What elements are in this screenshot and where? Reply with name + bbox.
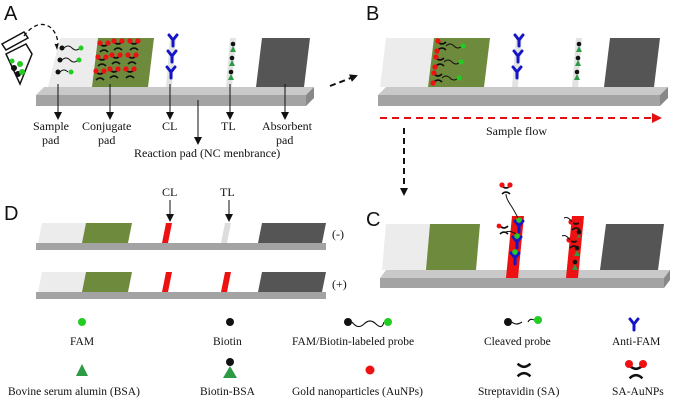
sample-tube-icon [0,23,63,86]
strip-c [380,216,670,288]
legend-label-cleaved: Cleaved probe [484,336,551,348]
legend-label-saaunp: SA-AuNPs [612,386,664,398]
captured-complexes-tl [561,217,584,270]
legend-biotinbsa: Biotin-BSA [200,358,256,398]
legend-label-probe: FAM/Biotin-labeled probe [292,336,414,348]
label-sample-pad-1: Sample [33,119,69,133]
bsa-icon [76,364,88,376]
label-absorbent-pad-2: pad [276,133,293,147]
test-line-positive [221,272,231,292]
biotin-icon [226,318,234,326]
legend-probe: FAM/Biotin-labeled probe [292,318,414,348]
biotin-bsa-tl-a [228,41,236,80]
panel-label-b: B [366,3,379,25]
label-positive: (+) [332,277,347,291]
label-sample-pad-2: pad [42,133,59,147]
label-cl-a: CL [162,119,177,133]
legend-cleaved: Cleaved probe [484,316,551,348]
anti-fam-icon [628,317,640,332]
legend-biotin: Biotin [213,318,242,348]
legend-label-aunp: Gold nanoparticles (AuNPs) [292,386,423,398]
streptavidin-icon [516,362,532,378]
legend-label-sa: Streptavidin (SA) [478,386,560,398]
label-tl-a: TL [221,119,236,133]
legend-aunp: Gold nanoparticles (AuNPs) [292,365,423,398]
panel-label-c: C [366,209,380,231]
control-line-positive [162,272,172,292]
fam-icon [78,318,86,326]
label-cl-d: CL [162,185,177,199]
strip-d-negative [36,223,326,250]
arrow-a-to-b [329,74,358,87]
legend-bsa: Bovine serum alumin (BSA) [8,364,140,398]
biotin-bsa-tl-b [574,41,582,80]
captured-complexes-cl [496,182,525,266]
legend-label-antifam: Anti-FAM [612,336,660,348]
legend-label-fam: FAM [70,336,94,348]
panel-label-a: A [4,3,18,25]
legend-sa: Streptavidin (SA) [478,362,560,398]
biotin-bsa-icon [223,358,237,378]
label-conjugate-pad-2: pad [98,133,115,147]
legend-fam: FAM [70,318,94,348]
aunp-icon [365,365,375,375]
label-conjugate-pad-1: Conjugate [82,119,131,133]
label-sample-flow: Sample flow [486,124,547,138]
probes-on-sample-pad [55,45,84,75]
cleaved-probe-icon [504,316,542,326]
legend-label-biotinbsa: Biotin-BSA [200,386,256,398]
label-negative: (-) [332,227,344,241]
probe-icon [344,318,392,328]
sa-aunps-conjugate-a [93,38,141,81]
legend-antifam: Anti-FAM [612,317,660,348]
panel-label-d: D [4,203,18,225]
legend-label-bsa: Bovine serum alumin (BSA) [8,386,140,398]
pointers-a [54,84,289,145]
label-tl-d: TL [220,185,235,199]
legend: FAM Biotin FAM/Biotin-labeled probe Clea… [8,316,664,398]
sa-aunps-probes-b [430,38,466,86]
label-absorbent-pad-1: Absorbent [262,119,313,133]
sa-aunp-icon [625,360,647,380]
strip-a [36,38,314,106]
conjugate-pad [92,38,154,87]
legend-saaunp: SA-AuNPs [612,360,664,398]
strip-d-positive [36,272,326,299]
legend-label-biotin: Biotin [213,336,242,348]
test-line-negative [221,223,231,243]
strip-b [378,38,668,106]
absorbent-pad [256,38,310,87]
control-line-negative [162,223,172,243]
label-reaction-pad: Reaction pad (NC menbrance) [134,146,280,160]
